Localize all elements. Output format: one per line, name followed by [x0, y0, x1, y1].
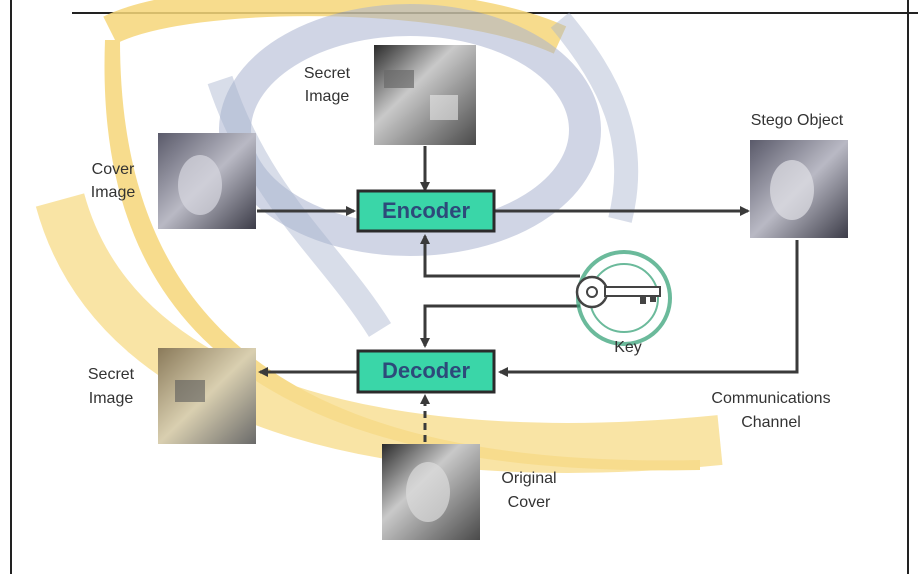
communications-channel-label-line2: Channel	[741, 414, 801, 431]
secret-image-bottom	[158, 348, 256, 444]
connectors	[257, 146, 799, 442]
cover-image-label-line2: Image	[91, 184, 136, 201]
cover-image	[158, 133, 256, 229]
original-cover-label-line1: Original	[501, 470, 556, 487]
secret-image-top-label-line2: Image	[305, 88, 350, 105]
key-label: Key	[614, 339, 642, 356]
secret-image-bottom-label-line2: Image	[89, 390, 134, 407]
stego-object-image	[750, 140, 848, 238]
secret-image-top-label-line1: Secret	[304, 65, 351, 82]
decoder-box: Decoder	[356, 349, 496, 394]
original-cover-label-line2: Cover	[508, 494, 551, 511]
frame-border-right	[907, 0, 909, 574]
secret-image-bottom-label-line1: Secret	[88, 366, 135, 383]
frame-border-left	[10, 0, 12, 574]
key-icon	[575, 250, 672, 346]
communications-channel-label-line1: Communications	[711, 390, 830, 407]
encoder-label: Encoder	[382, 198, 470, 223]
arrow-key-to-encoder	[420, 234, 580, 278]
original-cover-image	[382, 444, 480, 540]
stego-object-label: Stego Object	[751, 112, 844, 129]
secret-image-top	[374, 45, 476, 145]
decoder-label: Decoder	[382, 358, 470, 383]
cover-image-label-line1: Cover	[92, 161, 135, 178]
encoder-box: Encoder	[356, 189, 496, 233]
arrow-key-to-decoder	[420, 304, 580, 348]
arrow-channel-to-decoder	[498, 240, 799, 377]
